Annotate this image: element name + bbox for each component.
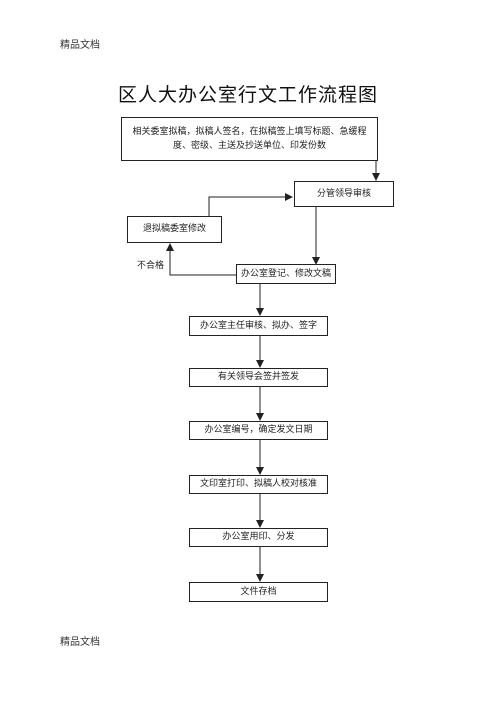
node-director: 办公室主任审核、拟办、签字	[189, 316, 328, 336]
page-header: 精品文档	[60, 40, 100, 51]
node-register-label: 办公室登记、修改文稿	[240, 268, 331, 279]
node-return: 退拟稿委室修改	[127, 216, 222, 243]
node-review: 分管领导审核	[294, 181, 394, 207]
node-archive-label: 文件存档	[240, 586, 277, 597]
node-archive: 文件存档	[189, 582, 328, 602]
arrow-return-to-review	[208, 193, 293, 216]
node-draft: 相关委室拟稿，拟稿人签名，在拟稿签上填写标题、急缓程度、密级、主送及抄送单位、印…	[121, 117, 378, 161]
node-print-label: 文印室打印、拟稿人校对核准	[199, 479, 317, 490]
arrow-register-to-return	[166, 243, 236, 276]
node-print: 文印室打印、拟稿人校对核准	[189, 475, 328, 494]
node-number-label: 办公室编号，确定发文日期	[204, 425, 313, 436]
node-register: 办公室登记、修改文稿	[236, 264, 336, 284]
page-footer: 精品文档	[60, 637, 100, 648]
node-draft-label: 相关委室拟稿，拟稿人签名，在拟稿签上填写标题、急缓程度、密级、主送及抄送单位、印…	[132, 126, 367, 151]
node-sign: 有关领导会签并签发	[189, 368, 328, 387]
diagram-title: 区人大办公室行文工作流程图	[117, 84, 378, 106]
node-director-label: 办公室主任审核、拟办、签字	[199, 320, 317, 331]
node-sign-label: 有关领导会签并签发	[217, 372, 299, 383]
node-review-label: 分管领导审核	[316, 188, 371, 199]
edge-label-unqualified: 不合格	[137, 261, 165, 271]
node-seal-label: 办公室用印、分发	[222, 532, 295, 543]
node-number: 办公室编号，确定发文日期	[189, 421, 328, 440]
node-seal: 办公室用印、分发	[189, 528, 328, 547]
node-return-label: 退拟稿委室修改	[142, 224, 206, 235]
